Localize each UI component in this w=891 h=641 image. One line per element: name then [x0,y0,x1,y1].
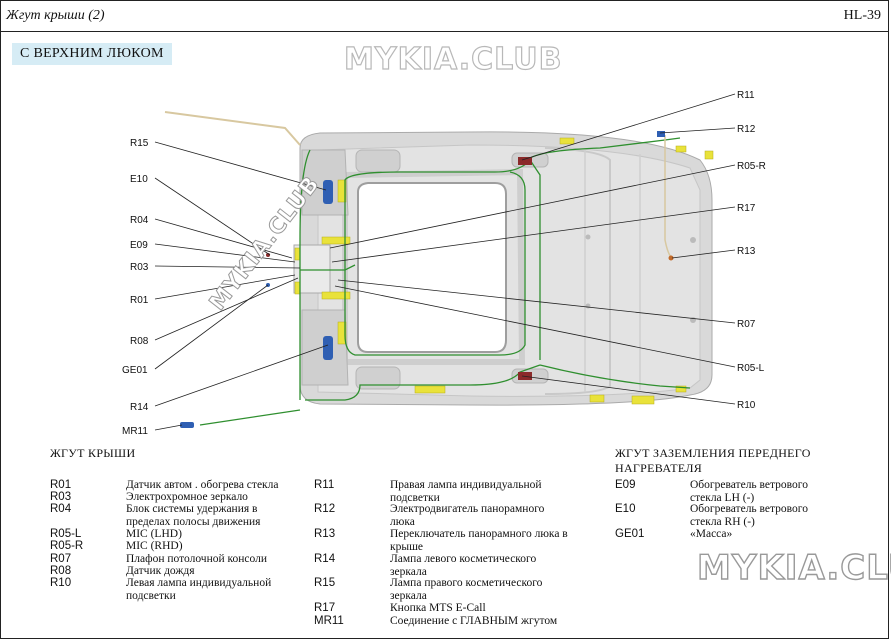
legend-desc: Плафон потолочной консоли [126,553,268,565]
harness-wiring [199,137,691,426]
legend-desc: Соединение с ГЛАВНЫМ жгутом [390,615,558,627]
legend-code: R14 [314,553,336,565]
legend-code: R01 [50,479,72,491]
callout-R03: R03 [130,262,149,273]
legend-desc: Датчик дождя [126,565,195,577]
legend-code: GE01 [615,528,645,540]
callout-R17: R17 [737,203,756,214]
legend-desc: MIC (LHD) [126,528,182,540]
legend-code: R05-R [50,540,84,552]
legend-code: R13 [314,528,336,540]
callout-labels: R15 E10 R04 E09 R03 R01 R08 GE01 R14 MR1… [122,90,766,437]
legend-desc: «Масса» [690,528,733,540]
legend-code: R05-L [50,528,82,540]
legend-code: R17 [314,602,336,614]
callout-GE01: GE01 [122,365,148,376]
legend-desc: Правая лампа индивидуальной подсветки [390,479,542,504]
callout-E10: E10 [130,174,148,185]
legend-code: R12 [314,503,336,515]
antenna-lead [164,111,301,146]
legend-code: R03 [50,491,72,503]
watermark-bottom: MYKIA.CLUB [696,547,891,588]
callout-R08: R08 [130,336,149,347]
callout-R12: R12 [737,124,756,135]
legend-desc: Обогреватель ветрового стекла RH (-) [690,503,808,528]
page-code: HL-39 [843,8,881,23]
callout-lines [154,93,736,431]
harness-clips [294,137,714,405]
callout-R15: R15 [130,138,149,149]
legend-code: R11 [314,479,335,491]
legend-desc: Электродвигатель панорамного люка [390,503,545,528]
callout-E09: E09 [130,240,148,251]
watermark-top: MYKIA.CLUB [343,41,563,77]
legend-desc: Переключатель панорамного люка в крыше [390,528,568,553]
legend-desc: Обогреватель ветрового стекла LH (-) [690,479,808,504]
legend-code: R10 [50,577,72,589]
callout-R14: R14 [130,402,149,413]
legend-desc: Электрохромное зеркало [126,491,248,503]
callout-R11: R11 [737,90,755,101]
legend-roof-title: ЖГУТ КРЫШИ [50,446,136,460]
legend-desc: Лампа правого косметического зеркала [390,577,543,602]
callout-R07: R07 [737,319,756,330]
section-label: С ВЕРХНИМ ЛЮКОМ [12,43,172,65]
legend-code: R08 [50,565,72,577]
roof-panel [293,131,713,406]
legend-code: R04 [50,503,72,515]
callout-R05-L: R05-L [737,363,765,374]
callout-R13: R13 [737,246,756,257]
legend-ground-title: ЖГУТ ЗАЗЕМЛЕНИЯ ПЕРЕДНЕГО НАГРЕВАТЕЛЯ [615,446,811,475]
page-title: Жгут крыши (2) [6,8,105,23]
legend-desc: Левая лампа индивидуальной подсветки [126,577,272,602]
callout-R05-R: R05-R [737,161,766,172]
legend-desc: Блок системы удержания в пределах полосы… [126,503,261,528]
callout-MR11: MR11 [122,426,148,437]
page-header: Жгут крыши (2) HL-39 [0,0,889,32]
legend-code: E10 [615,503,636,515]
callout-R01: R01 [130,295,149,306]
callout-R10: R10 [737,400,756,411]
legend-code: R15 [314,577,336,589]
callout-R04: R04 [130,215,149,226]
legend-code: MR11 [314,615,344,627]
legend-desc: Кнопка MTS E-Call [390,602,486,614]
legend-desc: Лампа левого косметического зеркала [390,553,537,578]
legend-desc: MIC (RHD) [126,540,183,552]
legend-desc: Датчик автом . обогрева стекла [126,479,279,491]
legend-code: R07 [50,553,72,565]
legend-code: E09 [615,479,636,491]
